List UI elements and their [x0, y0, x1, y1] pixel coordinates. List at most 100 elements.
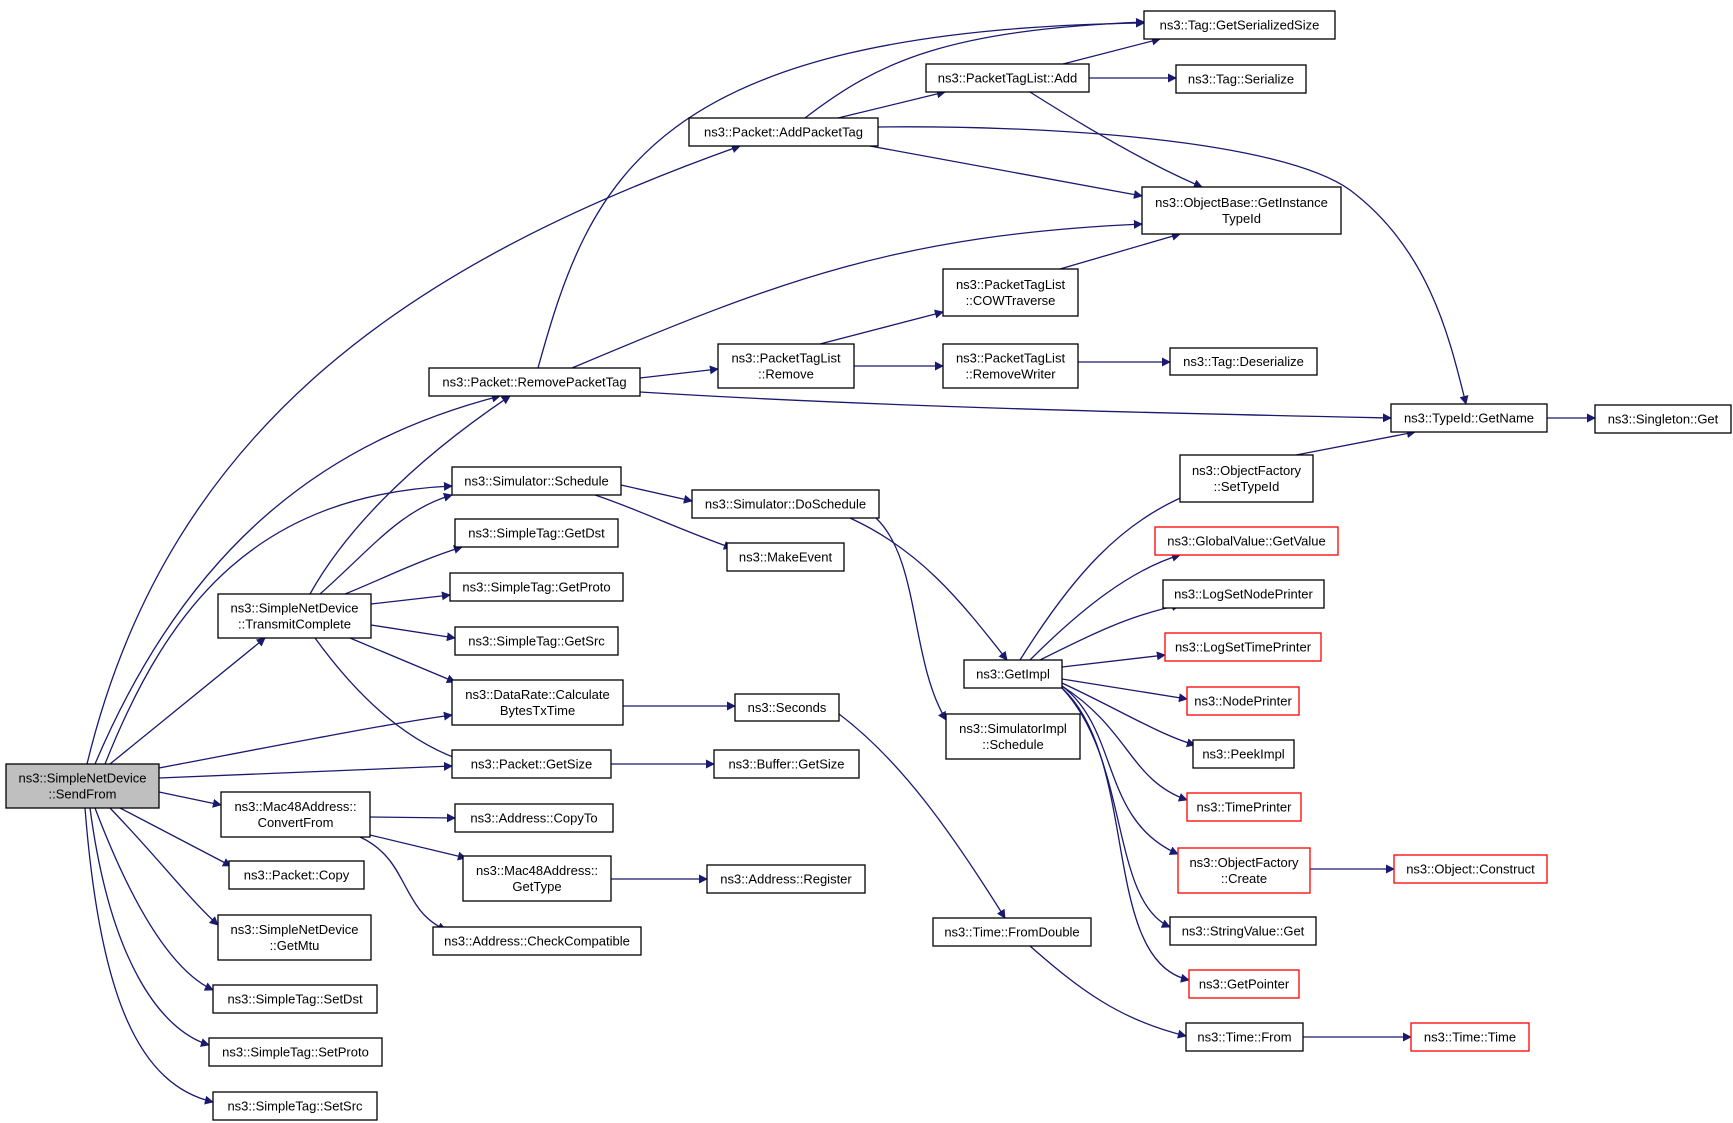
node-box[interactable]: [963, 659, 1063, 689]
node-box[interactable]: [713, 749, 860, 779]
node-seconds[interactable]: ns3::Seconds: [734, 693, 840, 722]
node-box[interactable]: [1390, 403, 1548, 433]
node-buffer_getsize[interactable]: ns3::Buffer::GetSize: [713, 749, 860, 779]
node-objectfactory_settypeid[interactable]: ns3::ObjectFactory::SetTypeId: [1179, 454, 1314, 503]
node-simpletag_setproto[interactable]: ns3::SimpleTag::SetProto: [208, 1037, 383, 1067]
node-time_fromdouble[interactable]: ns3::Time::FromDouble: [932, 917, 1092, 947]
node-box[interactable]: [217, 593, 372, 639]
node-object_construct[interactable]: ns3::Object::Construct: [1393, 854, 1548, 884]
node-tag_serialize[interactable]: ns3::Tag::Serialize: [1175, 64, 1307, 94]
node-simulator_doschedule[interactable]: ns3::Simulator::DoSchedule: [691, 489, 880, 519]
node-box[interactable]: [1393, 854, 1548, 884]
node-box[interactable]: [945, 713, 1081, 760]
node-address_register[interactable]: ns3::Address::Register: [706, 864, 866, 894]
node-sendfrom[interactable]: ns3::SimpleNetDevice::SendFrom: [5, 763, 160, 809]
node-box[interactable]: [734, 693, 840, 722]
node-box[interactable]: [1186, 792, 1302, 822]
node-makeevent[interactable]: ns3::MakeEvent: [726, 542, 845, 572]
node-box[interactable]: [1169, 916, 1317, 946]
node-simpletag_getdst[interactable]: ns3::SimpleTag::GetDst: [454, 518, 619, 548]
node-box[interactable]: [451, 466, 622, 496]
node-box[interactable]: [217, 914, 372, 961]
node-address_copyto[interactable]: ns3::Address::CopyTo: [454, 803, 614, 833]
node-timeprinter[interactable]: ns3::TimePrinter: [1186, 792, 1302, 822]
node-simpletag_getsrc[interactable]: ns3::SimpleTag::GetSrc: [454, 626, 619, 656]
node-logsetnodeprinter[interactable]: ns3::LogSetNodePrinter: [1162, 579, 1325, 609]
node-tag_getserializedsize[interactable]: ns3::Tag::GetSerializedSize: [1143, 10, 1336, 40]
node-box[interactable]: [228, 860, 365, 890]
node-packet_copy[interactable]: ns3::Packet::Copy: [228, 860, 365, 890]
node-box[interactable]: [1154, 526, 1339, 556]
node-box[interactable]: [212, 984, 378, 1014]
node-box[interactable]: [942, 268, 1079, 317]
node-typeid_getname[interactable]: ns3::TypeId::GetName: [1390, 403, 1548, 433]
node-box[interactable]: [449, 572, 624, 602]
node-box[interactable]: [208, 1037, 383, 1067]
node-getpointer[interactable]: ns3::GetPointer: [1188, 969, 1300, 999]
node-box[interactable]: [1185, 1022, 1304, 1052]
node-box[interactable]: [454, 803, 614, 833]
node-mac48_gettype[interactable]: ns3::Mac48Address::GetType: [462, 855, 612, 902]
node-box[interactable]: [1162, 579, 1325, 609]
node-singleton_get[interactable]: ns3::Singleton::Get: [1594, 404, 1732, 434]
node-getimpl[interactable]: ns3::GetImpl: [963, 659, 1063, 689]
node-box[interactable]: [717, 343, 855, 389]
node-logsettimeprinter[interactable]: ns3::LogSetTimePrinter: [1164, 632, 1322, 662]
node-box[interactable]: [462, 855, 612, 902]
node-globalvalue_getvalue[interactable]: ns3::GlobalValue::GetValue: [1154, 526, 1339, 556]
node-box[interactable]: [726, 542, 845, 572]
node-simpletag_setsrc[interactable]: ns3::SimpleTag::SetSrc: [212, 1091, 378, 1121]
node-box[interactable]: [925, 63, 1090, 93]
node-simplenetdevice_getmtu[interactable]: ns3::SimpleNetDevice::GetMtu: [217, 914, 372, 961]
node-tag_deserialize[interactable]: ns3::Tag::Deserialize: [1169, 347, 1318, 376]
node-peekimpl[interactable]: ns3::PeekImpl: [1192, 739, 1295, 769]
node-box[interactable]: [1188, 969, 1300, 999]
node-box[interactable]: [451, 749, 612, 779]
node-box[interactable]: [706, 864, 866, 894]
node-box[interactable]: [454, 518, 619, 548]
node-packet_getsize[interactable]: ns3::Packet::GetSize: [451, 749, 612, 779]
node-packettaglist_remove[interactable]: ns3::PacketTagList::Remove: [717, 343, 855, 389]
node-box[interactable]: [454, 626, 619, 656]
node-box[interactable]: [688, 117, 879, 147]
node-simulatorimpl_schedule[interactable]: ns3::SimulatorImpl::Schedule: [945, 713, 1081, 760]
node-box[interactable]: [1186, 686, 1300, 716]
node-box[interactable]: [5, 763, 160, 809]
node-box[interactable]: [1410, 1022, 1530, 1052]
node-objectfactory_create[interactable]: ns3::ObjectFactory::Create: [1177, 847, 1311, 894]
node-stringvalue_get[interactable]: ns3::StringValue::Get: [1169, 916, 1317, 946]
node-simulator_schedule[interactable]: ns3::Simulator::Schedule: [451, 466, 622, 496]
node-box[interactable]: [1179, 454, 1314, 503]
node-transmitcomplete[interactable]: ns3::SimpleNetDevice::TransmitComplete: [217, 593, 372, 639]
node-addpackettag[interactable]: ns3::Packet::AddPacketTag: [688, 117, 879, 147]
node-box[interactable]: [1169, 347, 1318, 376]
node-removepackettag[interactable]: ns3::Packet::RemovePacketTag: [428, 367, 641, 397]
node-box[interactable]: [1192, 739, 1295, 769]
node-box[interactable]: [220, 791, 371, 838]
node-box[interactable]: [691, 489, 880, 519]
node-box[interactable]: [1594, 404, 1732, 434]
node-box[interactable]: [1164, 632, 1322, 662]
node-box[interactable]: [432, 926, 642, 956]
node-simpletag_getproto[interactable]: ns3::SimpleTag::GetProto: [449, 572, 624, 602]
node-box[interactable]: [212, 1091, 378, 1121]
node-box[interactable]: [1143, 10, 1336, 40]
node-box[interactable]: [1141, 186, 1342, 235]
node-nodeprinter[interactable]: ns3::NodePrinter: [1186, 686, 1300, 716]
node-box[interactable]: [1177, 847, 1311, 894]
node-packettaglist_cowtraverse[interactable]: ns3::PacketTagList::COWTraverse: [942, 268, 1079, 317]
node-time_time[interactable]: ns3::Time::Time: [1410, 1022, 1530, 1052]
node-packettaglist_removewriter[interactable]: ns3::PacketTagList::RemoveWriter: [942, 343, 1079, 389]
node-box[interactable]: [942, 343, 1079, 389]
node-address_checkcompatible[interactable]: ns3::Address::CheckCompatible: [432, 926, 642, 956]
node-box[interactable]: [1175, 64, 1307, 94]
node-time_from[interactable]: ns3::Time::From: [1185, 1022, 1304, 1052]
node-box[interactable]: [428, 367, 641, 397]
node-box[interactable]: [932, 917, 1092, 947]
node-packettaglist_add[interactable]: ns3::PacketTagList::Add: [925, 63, 1090, 93]
node-box[interactable]: [451, 679, 624, 726]
node-simpletag_setdst[interactable]: ns3::SimpleTag::SetDst: [212, 984, 378, 1014]
node-mac48_convertfrom[interactable]: ns3::Mac48Address::ConvertFrom: [220, 791, 371, 838]
